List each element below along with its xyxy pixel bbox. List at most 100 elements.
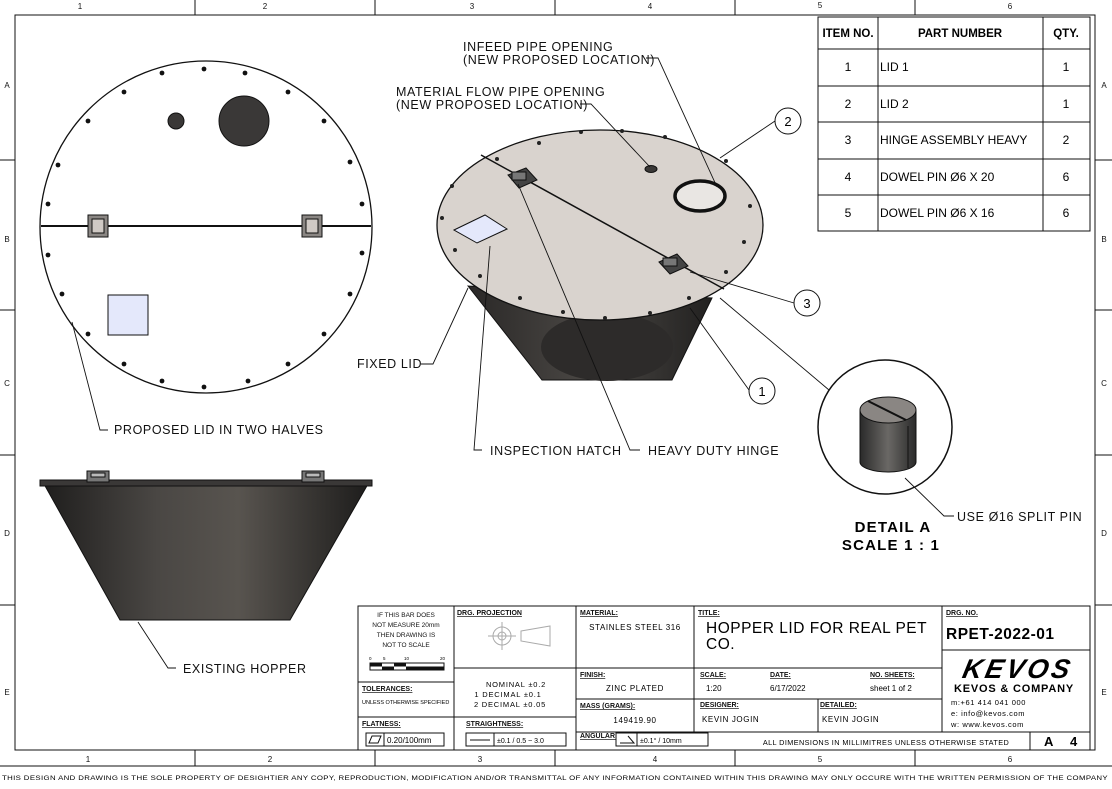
row-label-left: B — [4, 235, 9, 244]
hinge-side-left — [86, 470, 110, 483]
infeed-opening-iso — [673, 179, 727, 213]
angular-value: ±0.1° / 10mm — [640, 737, 682, 745]
balloon-1: 1 — [748, 377, 776, 405]
flatness-label: FLATNESS: — [362, 721, 401, 728]
detail-scale: SCALE 1 : 1 — [842, 537, 940, 554]
bom-part: HINGE ASSEMBLY HEAVY — [880, 133, 1027, 147]
col-label-top: 3 — [470, 2, 475, 11]
mass-value: 149419.90 — [613, 716, 656, 725]
sheet-size: A — [1044, 734, 1054, 749]
date-value: 6/17/2022 — [770, 684, 806, 693]
material-label: MATERIAL: — [580, 610, 618, 617]
callout-material-line1: MATERIAL FLOW PIPE OPENING — [396, 85, 605, 99]
company-name: KEVOS & COMPANY — [954, 683, 1074, 695]
svg-text:2: 2 — [784, 114, 791, 129]
nominal-line: 2 DECIMAL ±0.05 — [474, 700, 546, 709]
svg-text:20: 20 — [440, 656, 446, 661]
bar-note-line: NOT TO SCALE — [382, 642, 430, 649]
bom-item: 5 — [845, 206, 852, 220]
svg-text:3: 3 — [803, 296, 810, 311]
mass-label: MASS (GRAMS): — [580, 703, 635, 710]
svg-text:0: 0 — [369, 656, 372, 661]
nominal-line: 1 DECIMAL ±0.1 — [474, 690, 541, 699]
callout-proposed-lid: PROPOSED LID IN TWO HALVES — [114, 423, 324, 437]
material-value: STAINLES STEEL 316 — [589, 623, 681, 632]
balloon-2: 2 — [774, 107, 802, 135]
hinge-top-right — [301, 214, 323, 238]
bom-item: 1 — [845, 60, 852, 74]
isometric-view — [436, 129, 764, 381]
bom-header-item: ITEM NO. — [822, 28, 873, 40]
straightness-value: ±0.1 / 0.5 ~ 3.0 — [497, 738, 544, 745]
callout-inspection-hatch: INSPECTION HATCH — [490, 444, 622, 458]
col-label-bottom: 6 — [1008, 755, 1013, 764]
drawing-title-line2: CO. — [706, 636, 735, 653]
bom-table: ITEM NO. PART NUMBER QTY. 1 LID 1 1 2 LI… — [817, 16, 1091, 232]
company-phone: m:+61 414 041 000 — [951, 698, 1026, 707]
top-view — [39, 60, 373, 394]
date-label: DATE: — [770, 672, 791, 679]
callout-split-pin: USE Ø16 SPLIT PIN — [957, 510, 1082, 524]
designer-label: DESIGNER: — [700, 702, 739, 709]
bom-item: 2 — [845, 97, 852, 111]
bom-qty: 6 — [1063, 170, 1070, 184]
callout-existing-hopper: EXISTING HOPPER — [183, 662, 307, 676]
bar-note-line: NOT MEASURE 20mm — [372, 622, 439, 629]
scale-label: SCALE: — [700, 672, 726, 679]
bom-part: DOWEL PIN Ø6 X 16 — [880, 206, 995, 220]
projection-label: DRG. PROJECTION — [457, 610, 522, 617]
bar-note-line: THEN DRAWING IS — [377, 632, 436, 639]
tolerances-value: UNLESS OTHERWISE SPECIFIED — [362, 700, 449, 706]
straightness-box: ±0.1 / 0.5 ~ 3.0 — [465, 732, 567, 747]
sheets-value: sheet 1 of 2 — [870, 684, 912, 693]
balloon-3: 3 — [793, 289, 821, 317]
callout-infeed-line2: (NEW PROPOSED LOCATION) — [463, 53, 655, 67]
hinge-side-right — [301, 470, 325, 483]
projection-symbol — [488, 622, 551, 650]
bom-qty: 1 — [1063, 97, 1070, 111]
tolerances-label: TOLERANCES: — [362, 686, 412, 693]
detailer-label: DETAILED: — [820, 702, 857, 709]
straightness-label: STRAIGHTNESS: — [466, 721, 523, 728]
title-label: TITLE: — [698, 610, 720, 617]
col-label-bottom: 5 — [818, 755, 823, 764]
bar-note-line: IF THIS BAR DOES — [377, 612, 435, 619]
detailer-value: KEVIN JOGIN — [822, 715, 879, 724]
bom-part: DOWEL PIN Ø6 X 20 — [880, 170, 995, 184]
designer-value: KEVIN JOGIN — [702, 715, 759, 724]
row-label-right: D — [1101, 529, 1107, 538]
bom-item: 3 — [845, 133, 852, 147]
finish-value: ZINC PLATED — [606, 684, 664, 693]
title-block: IF THIS BAR DOES NOT MEASURE 20mm THEN D… — [357, 605, 1091, 751]
col-label-bottom: 4 — [653, 755, 658, 764]
col-label-top: 5 — [818, 1, 823, 10]
col-label-bottom: 2 — [268, 755, 273, 764]
row-label-left: D — [4, 529, 10, 538]
callout-infeed-line1: INFEED PIPE OPENING — [463, 40, 613, 54]
infeed-opening-top — [218, 95, 270, 147]
col-label-bottom: 3 — [478, 755, 483, 764]
sheets-label: NO. SHEETS: — [870, 672, 915, 679]
material-opening-iso — [644, 165, 658, 173]
leaders — [71, 57, 954, 669]
revision: 4 — [1070, 734, 1078, 749]
dimensions-note: ALL DIMENSIONS IN MILLIMITRES UNLESS OTH… — [763, 738, 1009, 747]
company-logo: KEVOS — [960, 653, 1076, 684]
col-label-top: 1 — [78, 2, 83, 11]
svg-text:5: 5 — [383, 656, 386, 661]
drawing-number: RPET-2022-01 — [946, 626, 1055, 643]
bom-part: LID 1 — [880, 60, 909, 74]
col-label-top: 6 — [1008, 2, 1013, 11]
nominal-line: NOMINAL ±0.2 — [486, 680, 546, 689]
bom-header-qty: QTY. — [1053, 28, 1079, 40]
bom-qty: 6 — [1063, 206, 1070, 220]
bom-qty: 2 — [1063, 133, 1070, 147]
detail-a: DETAIL A SCALE 1 : 1 — [817, 359, 953, 554]
callout-fixed-lid: FIXED LID — [357, 357, 422, 371]
bom-qty: 1 — [1063, 60, 1070, 74]
bom-header-part: PART NUMBER — [918, 28, 1003, 40]
col-label-top: 4 — [648, 2, 653, 11]
callout-heavy-duty-hinge: HEAVY DUTY HINGE — [648, 444, 779, 458]
inspection-hatch-iso — [452, 214, 509, 244]
finish-label: FINISH: — [580, 672, 605, 679]
